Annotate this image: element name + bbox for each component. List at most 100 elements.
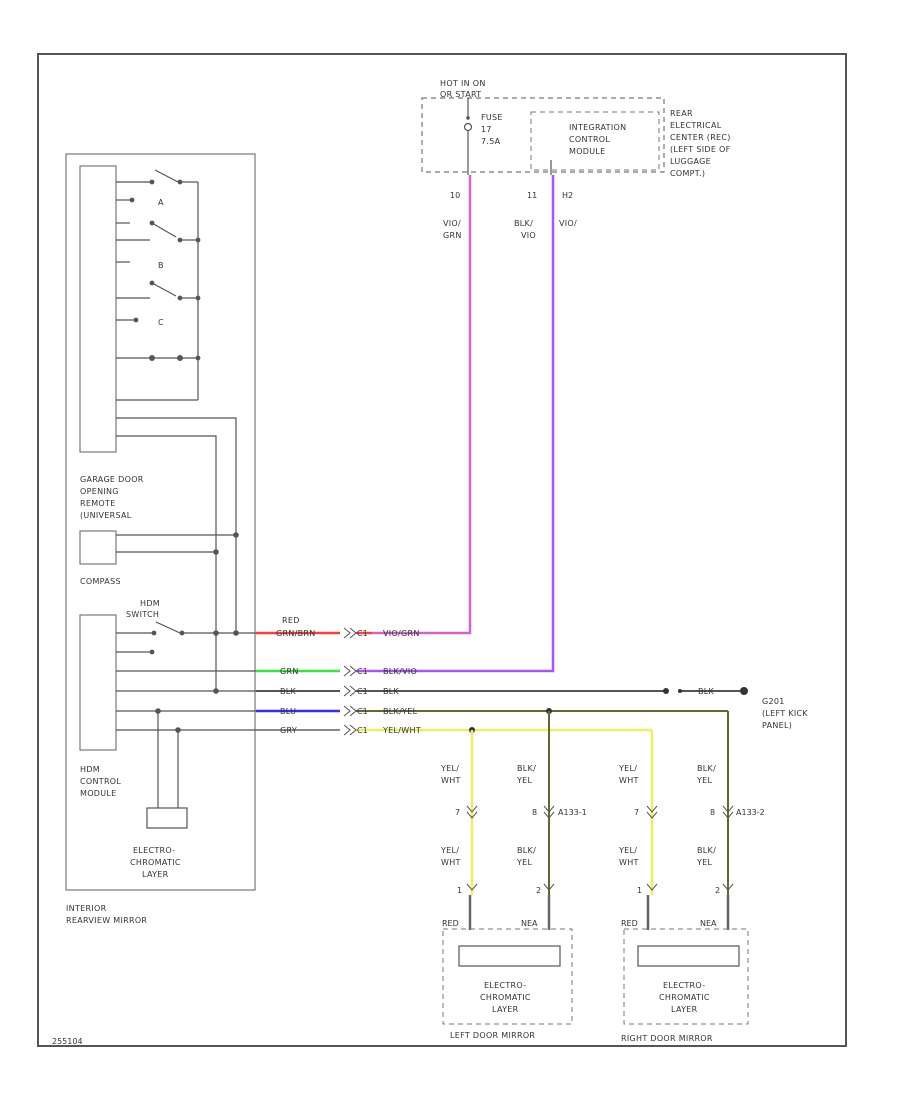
- wire-vio-feed: [372, 175, 555, 673]
- rm-pin-8: 8: [710, 808, 715, 817]
- harness-row3-left: BLK: [280, 687, 297, 696]
- harness-row5-pin: C1: [357, 726, 368, 735]
- compass-label: COMPASS: [80, 577, 121, 586]
- left-layer-2: CHROMATIC: [480, 993, 531, 1002]
- fuse-symbol: [463, 122, 473, 132]
- rm-pin-7: 7: [634, 808, 639, 817]
- hot-in-on-label: HOT IN ON: [440, 79, 486, 88]
- rec-label-1: REAR: [670, 109, 693, 118]
- garage-door-module: [79, 165, 117, 453]
- layer-label-1: ELECTRO-: [133, 846, 175, 855]
- rm-wire-b-1: BLK/: [697, 764, 716, 773]
- wire-fuse-color-2: GRN: [443, 231, 462, 240]
- switch-a-label: A: [158, 198, 164, 207]
- icm-label-1: INTEGRATION: [569, 123, 626, 132]
- fuse-rating: 7.5A: [481, 137, 501, 146]
- hdm-label-2: CONTROL: [80, 777, 121, 786]
- pin-icm-b: H2: [562, 191, 573, 200]
- compass-module: [79, 530, 117, 565]
- rec-label-2: ELECTRICAL: [670, 121, 722, 130]
- ground-wire-color: BLK: [698, 687, 715, 696]
- lm-wire-b-1: BLK/: [517, 764, 536, 773]
- lm-pin-7: 7: [455, 808, 460, 817]
- harness-row1-pin: C1: [357, 629, 368, 638]
- harness-row5-left: GRY: [280, 726, 297, 735]
- hdm-switch-label-1: HDM: [140, 599, 160, 608]
- rm-nea-tag: NEA: [700, 919, 717, 928]
- hdm-label-3: MODULE: [80, 789, 117, 798]
- rm-wire-d-2: YEL: [696, 858, 713, 867]
- rm-wire-c-1: YEL/: [618, 846, 637, 855]
- harness-row5-right: YEL/WHT: [382, 726, 421, 735]
- harness-row1-left: RED: [282, 616, 300, 625]
- lm-wire-c-2: WHT: [441, 858, 461, 867]
- ground-label-3: PANEL): [762, 721, 792, 730]
- wire-fuse-color-1: VIO/: [443, 219, 461, 228]
- harness-row4-left: BLU: [280, 707, 296, 716]
- garage-label-3: REMOTE: [80, 499, 116, 508]
- rec-label-6: COMPT.): [670, 169, 705, 178]
- diagram-code: 255104: [52, 1037, 83, 1046]
- rec-label-5: LUGGAGE: [670, 157, 711, 166]
- lm-pin-1: 1: [457, 886, 462, 895]
- lm-pin-2: 2: [536, 886, 541, 895]
- lm-wire-b-2: YEL: [516, 776, 533, 785]
- left-layer-3: LAYER: [492, 1005, 519, 1014]
- lm-wire-d-1: BLK/: [517, 846, 536, 855]
- left-layer-1: ELECTRO-: [484, 981, 526, 990]
- switch-b-label: B: [158, 261, 164, 270]
- rm-pin-2: 2: [715, 886, 720, 895]
- right-layer-3: LAYER: [671, 1005, 698, 1014]
- rear-electrical-center: HOT IN ON OR START FUSE 17 7.5A INTEGRAT…: [421, 79, 731, 240]
- hdm-switch-label-2: SWITCH: [126, 610, 159, 619]
- mirror-title-1: INTERIOR: [66, 904, 107, 913]
- garage-label-1: GARAGE DOOR: [80, 475, 144, 484]
- right-electrochromic-layer: [637, 945, 740, 967]
- left-electrochromic-layer: [458, 945, 561, 967]
- rm-red-tag: RED: [621, 919, 638, 928]
- rm-wire-b-2: YEL: [696, 776, 713, 785]
- harness-row3-pin: C1: [357, 687, 368, 696]
- layer-label-2: CHROMATIC: [130, 858, 181, 867]
- lm-wire-a-2: WHT: [441, 776, 461, 785]
- lm-wire-c-1: YEL/: [440, 846, 459, 855]
- right-door-mirror-title: RIGHT DOOR MIRROR: [621, 1034, 713, 1043]
- wire-vio-grn-feed: [372, 175, 472, 635]
- harness-row2-left: GRN: [280, 667, 299, 676]
- garage-switches: [116, 169, 201, 401]
- right-layer-2: CHROMATIC: [659, 993, 710, 1002]
- garage-label-2: OPENING: [80, 487, 119, 496]
- rm-wire-c-2: WHT: [619, 858, 639, 867]
- rm-wire-d-1: BLK/: [697, 846, 716, 855]
- fuse-label: FUSE: [481, 113, 503, 122]
- ground-label-1: G201: [762, 697, 785, 706]
- rm-pin-1: 1: [637, 886, 642, 895]
- harness-row4-right: BLK/YEL: [383, 707, 418, 716]
- lm-red-tag: RED: [442, 919, 459, 928]
- right-layer-1: ELECTRO-: [663, 981, 705, 990]
- hdm-label-1: HDM: [80, 765, 100, 774]
- diagram-frame: [37, 53, 847, 1047]
- pin-icm-a: 11: [527, 191, 537, 200]
- harness: RED GRN/BRN C1 VIO/GRN GRN C1 BLK/VIO BL…: [256, 616, 808, 736]
- rm-wire-a-2: WHT: [619, 776, 639, 785]
- wire-icm-a-color-2: VIO: [521, 231, 536, 240]
- harness-row3-right: BLK: [383, 687, 400, 696]
- rec-label-4: (LEFT SIDE OF: [670, 145, 731, 154]
- fuse-number: 17: [481, 125, 492, 134]
- harness-row2-pin: C1: [357, 667, 368, 676]
- layer-label-3: LAYER: [142, 870, 169, 879]
- ground-label-2: (LEFT KICK: [762, 709, 808, 718]
- icm-label-2: CONTROL: [569, 135, 610, 144]
- rm-wire-a-1: YEL/: [618, 764, 637, 773]
- hdm-control-module: [79, 614, 117, 751]
- rec-label-3: CENTER (REC): [670, 133, 731, 142]
- harness-row1-right: VIO/GRN: [383, 629, 420, 638]
- lm-nea-tag: NEA: [521, 919, 538, 928]
- lm-wire-a-1: YEL/: [440, 764, 459, 773]
- wire-icm-a-color-1: BLK/: [514, 219, 533, 228]
- lm-pin-8: 8: [532, 808, 537, 817]
- harness-row4-pin: C1: [357, 707, 368, 716]
- pin-fuse: 10: [450, 191, 460, 200]
